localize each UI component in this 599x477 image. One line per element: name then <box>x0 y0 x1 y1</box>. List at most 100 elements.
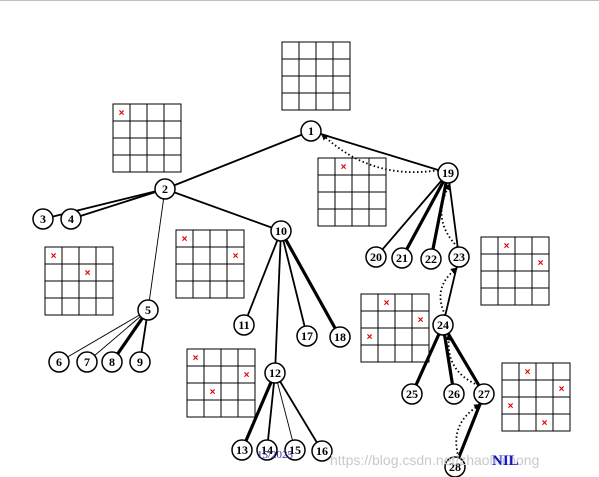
tree-node-18: 18 <box>329 326 351 348</box>
node-circle <box>76 351 98 373</box>
edge-19-20 <box>375 172 449 258</box>
node-label: 14 <box>261 443 273 457</box>
node-label: 23 <box>453 250 465 264</box>
tree-node-2: 2 <box>154 178 176 200</box>
node-label: 28 <box>449 460 461 474</box>
node-circle <box>101 351 123 373</box>
node-circle <box>391 247 413 269</box>
edge-19-23 <box>447 172 460 258</box>
queen-mark: × <box>85 268 91 279</box>
node-label: 6 <box>56 355 62 369</box>
edge-1-19 <box>310 130 449 174</box>
node-circle <box>432 314 454 336</box>
node-circle <box>137 299 159 321</box>
tree-node-20: 20 <box>365 246 387 268</box>
queen-mark: × <box>538 258 544 269</box>
node-circle <box>444 456 466 477</box>
tree-node-14: 14 <box>256 439 278 461</box>
node-label: 27 <box>478 387 490 401</box>
tree-node-19: 19 <box>437 162 459 184</box>
node-circle <box>60 208 82 230</box>
tree-node-15: 15 <box>284 439 306 461</box>
tree-node-12: 12 <box>264 362 286 384</box>
board-b19: × <box>317 157 387 227</box>
edge-12-16 <box>274 372 323 452</box>
node-label: 10 <box>275 224 287 238</box>
board-root <box>281 41 351 111</box>
tree-node-22: 22 <box>420 248 442 270</box>
node-label: 8 <box>109 355 115 369</box>
queen-mark: × <box>193 353 199 364</box>
tree-node-17: 17 <box>296 325 318 347</box>
edge-5-7 <box>86 309 149 363</box>
node-circle <box>256 439 278 461</box>
backtrack-arrow-27-24 <box>445 333 480 387</box>
tree-node-27: 27 <box>473 383 495 405</box>
node-circle <box>296 325 318 347</box>
board-b24: ××× <box>360 293 430 363</box>
node-circle <box>329 326 351 348</box>
node-circle <box>154 178 176 200</box>
node-label: 12 <box>269 366 281 380</box>
node-circle <box>284 439 306 461</box>
queen-mark: × <box>51 251 57 262</box>
edge-19-21 <box>400 172 450 259</box>
tree-node-10: 10 <box>270 220 292 242</box>
edge-10-11 <box>243 230 282 326</box>
queen-mark: × <box>504 241 510 252</box>
node-circle <box>32 208 54 230</box>
tree-node-26: 26 <box>443 383 465 405</box>
tree-node-9: 9 <box>129 351 151 373</box>
node-label: 11 <box>238 318 249 332</box>
edge-2-10 <box>164 188 282 232</box>
node-circle <box>264 362 286 384</box>
node-circle <box>443 383 465 405</box>
date-text: 15/2025 <box>257 449 294 461</box>
node-circle <box>401 383 423 405</box>
board-b27: ×××× <box>501 362 571 432</box>
top-border <box>0 0 599 1</box>
node-circle <box>300 120 322 142</box>
board-b12: ××× <box>186 348 256 418</box>
node-circle <box>473 383 495 405</box>
edge-10-18 <box>279 230 342 338</box>
node-label: 1 <box>308 124 314 138</box>
queen-mark: × <box>210 387 216 398</box>
backtrack-layer <box>321 133 482 458</box>
backtrack-arrow-23-19 <box>440 183 459 248</box>
node-label: 9 <box>137 355 143 369</box>
node-circle <box>448 246 470 268</box>
board-b2: × <box>112 103 182 173</box>
boards-layer: ×××××××××××××××××× <box>44 41 571 432</box>
edge-5-6 <box>58 309 149 363</box>
node-label: 7 <box>84 355 90 369</box>
edge-24-26 <box>441 324 456 395</box>
queen-mark: × <box>418 315 424 326</box>
queen-mark: × <box>367 332 373 343</box>
edge-1-2 <box>164 130 312 190</box>
node-label: 22 <box>425 252 437 266</box>
edge-10-17 <box>280 230 308 337</box>
node-label: 5 <box>145 303 151 317</box>
node-circle <box>420 248 442 270</box>
node-label: 4 <box>68 212 74 226</box>
node-label: 24 <box>437 318 449 332</box>
node-circle <box>311 440 333 462</box>
node-label: 19 <box>442 166 454 180</box>
node-label: 21 <box>396 251 408 265</box>
tree-node-5: 5 <box>137 299 159 321</box>
tree-node-7: 7 <box>76 351 98 373</box>
node-circle <box>129 351 151 373</box>
queen-mark: × <box>559 384 565 395</box>
node-circle <box>365 246 387 268</box>
node-label: 15 <box>289 443 301 457</box>
tree-node-4: 4 <box>60 208 82 230</box>
watermark-text: https://blog.csdn.net/zhaohaihong <box>330 452 539 468</box>
tree-node-3: 3 <box>32 208 54 230</box>
node-circle <box>270 220 292 242</box>
board-b5: ×× <box>44 246 114 316</box>
node-label: 16 <box>316 444 328 458</box>
queen-mark: × <box>119 108 125 119</box>
